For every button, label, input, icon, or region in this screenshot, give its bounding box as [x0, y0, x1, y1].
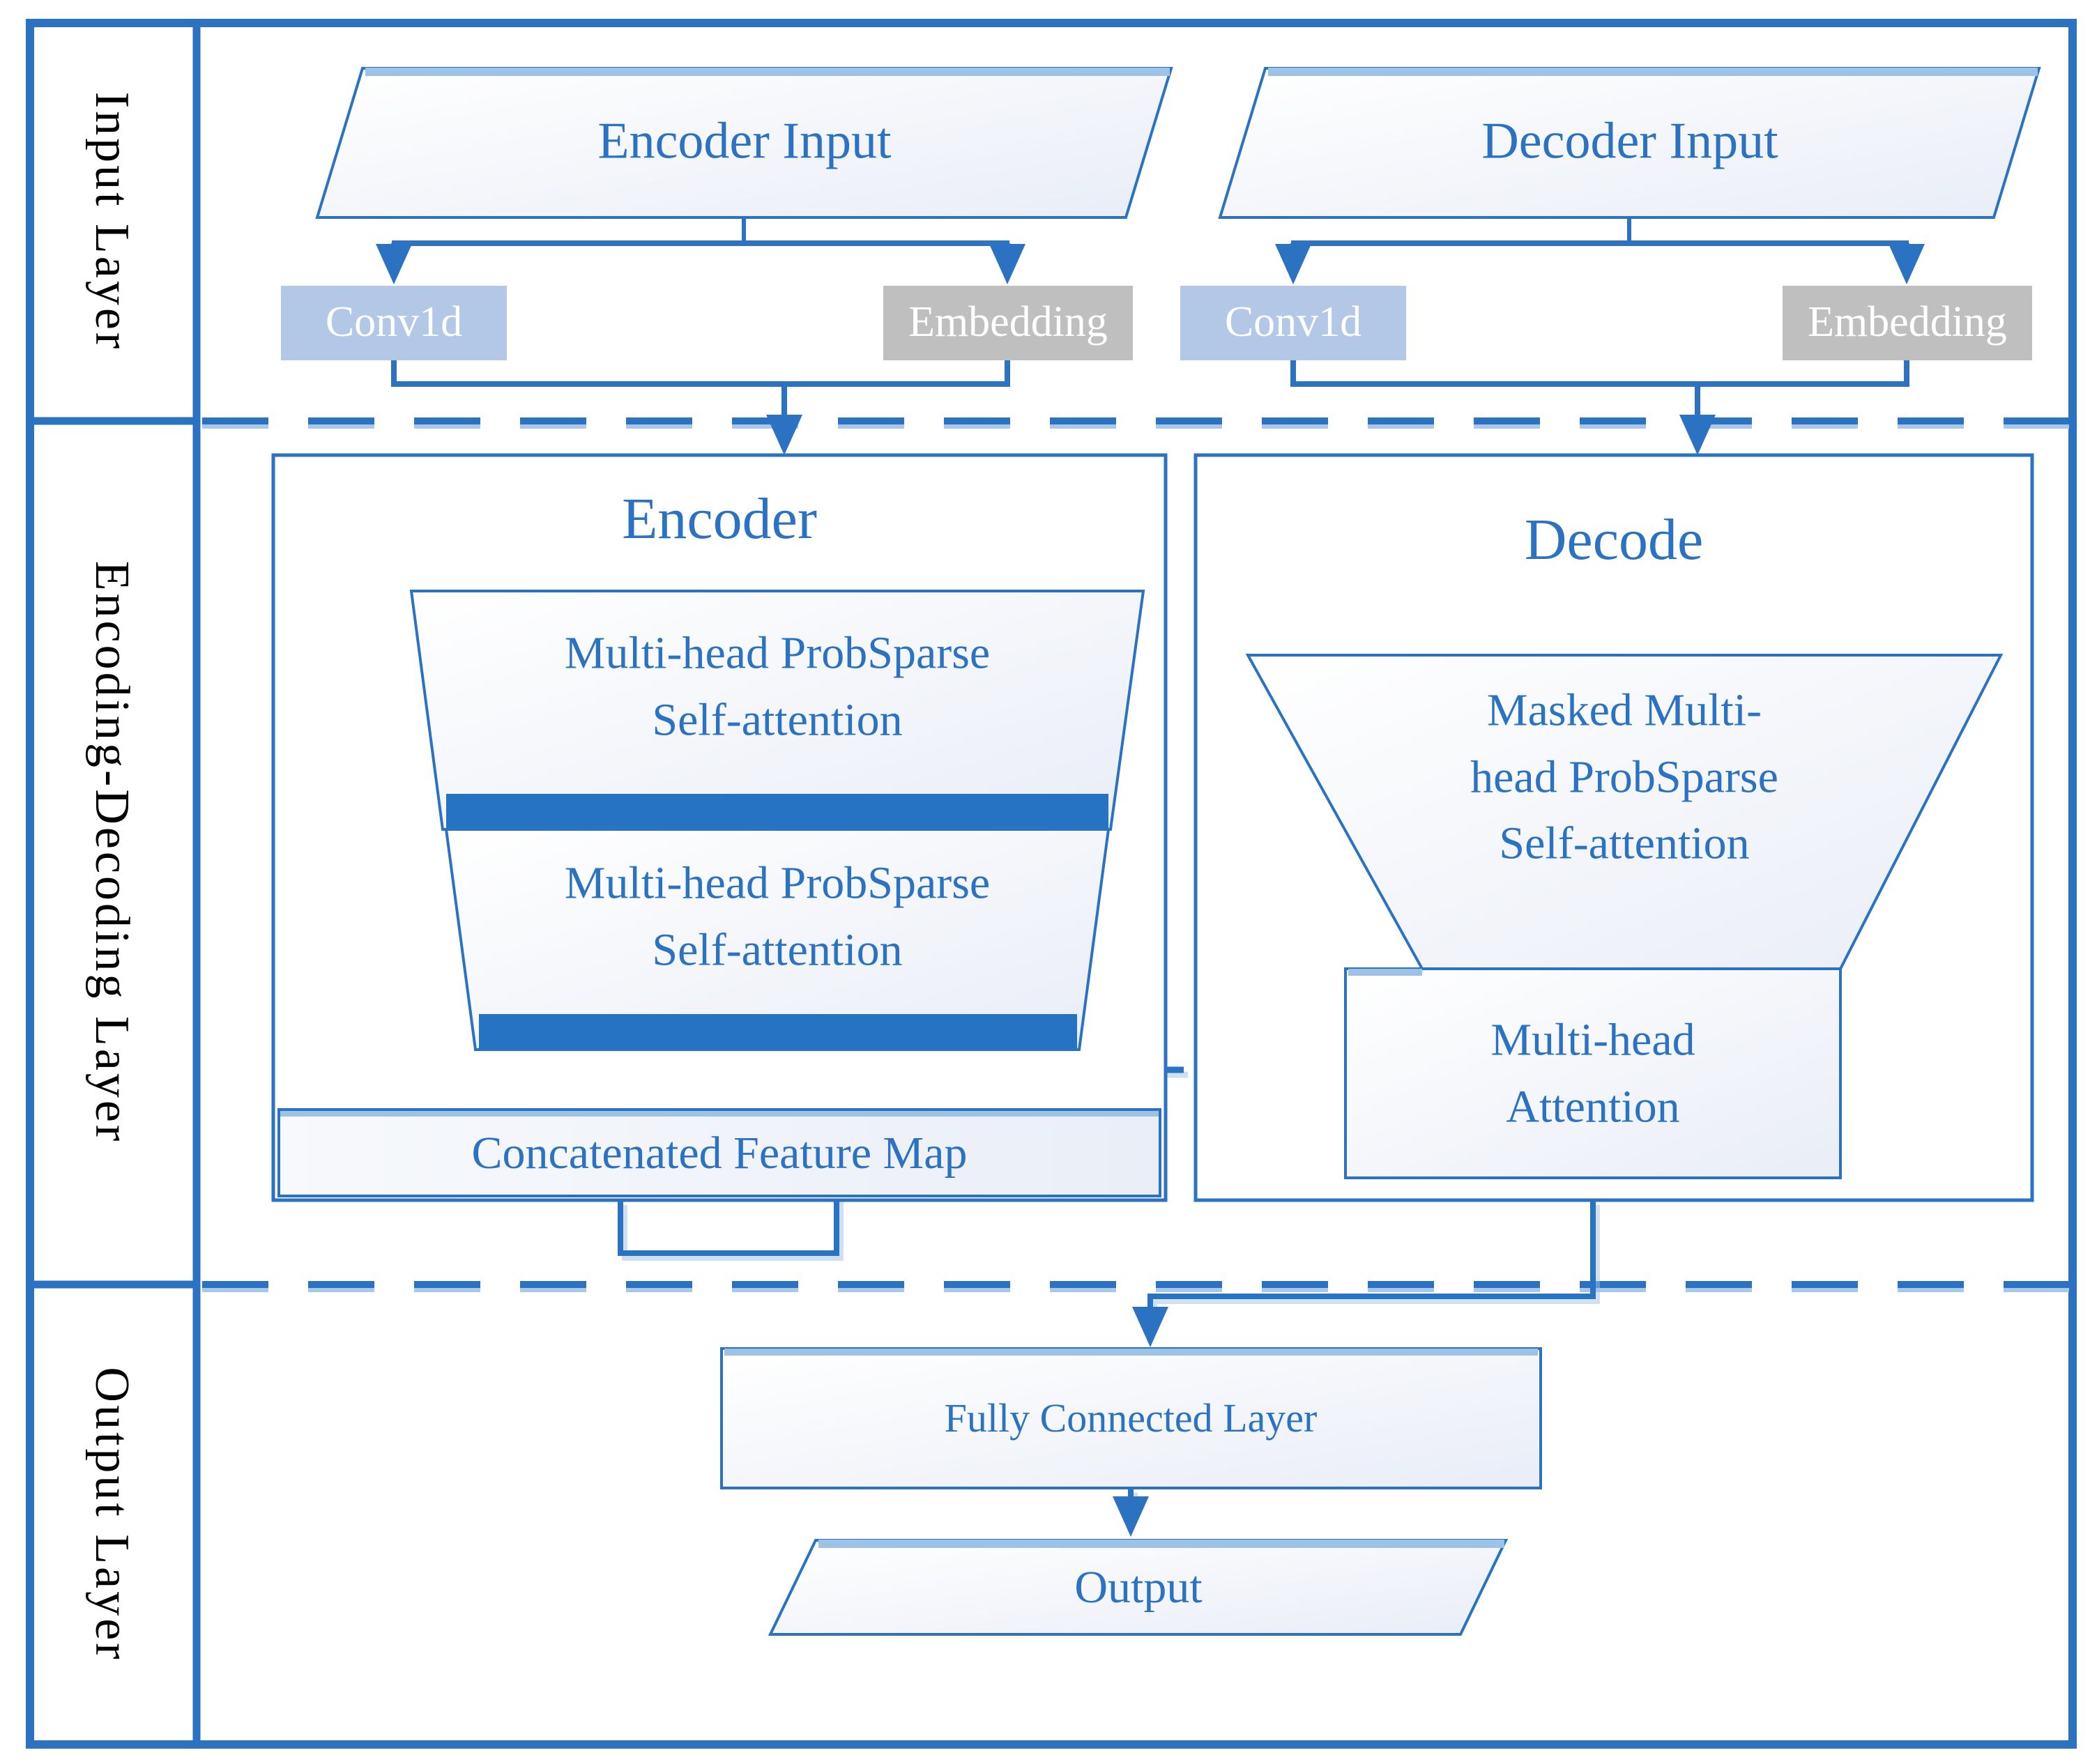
decoder-embedding-box [1783, 286, 2032, 360]
output-label: Output [1074, 1562, 1203, 1613]
decoder-conv1d-label: Conv1d [1224, 298, 1362, 346]
decoder-embedding-label: Embedding [1808, 298, 2007, 346]
encoder-distilling-bar-2 [479, 1014, 1077, 1050]
arrow-into-fc-layer [1132, 1307, 1168, 1347]
encoder-title: Encoder [622, 486, 817, 552]
encoder-conv1d-label: Conv1d [325, 298, 463, 346]
sidebar-label-output-layer: Output Layer [85, 1367, 139, 1662]
encoder-attention-2-line-2: Self-attention [652, 924, 903, 975]
arrow-into-encoder-box [766, 415, 802, 455]
arrow-to-encoder-embedding [989, 244, 1025, 284]
encoder-embedding-box [883, 286, 1133, 360]
decoder-title: Decode [1524, 507, 1704, 573]
masked-attention-line-2: head ProbSparse [1470, 751, 1778, 803]
fully-connected-label: Fully Connected Layer [944, 1395, 1318, 1441]
arrow-into-decoder-box [1679, 415, 1716, 455]
encoder-attention-2-line-1: Multi-head ProbSparse [564, 857, 991, 909]
encoder-attention-2-label: Multi-head ProbSparse Self-attention [565, 850, 990, 983]
masked-attention-label: Masked Multi- head ProbSparse Self-atten… [1470, 677, 1778, 877]
masked-attention-line-1: Masked Multi- [1486, 684, 1762, 736]
arrow-into-output [1113, 1496, 1149, 1537]
encoder-attention-1-line-1: Multi-head ProbSparse [564, 627, 991, 679]
sidebar-label-input-layer: Input Layer [85, 91, 139, 352]
concatenated-feature-map-strip [277, 1108, 1161, 1197]
encoder-embedding-label: Embedding [908, 298, 1108, 346]
encoder-attention-trapezoid-1 [409, 590, 1145, 831]
decoder-input-parallelogram [1218, 67, 2041, 219]
decoder-conv1d-box [1180, 286, 1406, 360]
encoder-distilling-bar-1 [446, 794, 1108, 829]
encoder-attention-1-label: Multi-head ProbSparse Self-attention [565, 620, 990, 753]
output-parallelogram [768, 1539, 1509, 1636]
arrow-to-decoder-conv1d [1275, 244, 1311, 284]
multihead-attention-line-1: Multi-head [1490, 1014, 1695, 1066]
concatenated-feature-map-label: Concatenated Feature Map [471, 1128, 968, 1179]
encoder-attention-1-line-2: Self-attention [652, 694, 903, 745]
sidebar-label-encoding-decoding-layer: Encoding-Decoding Layer [85, 560, 139, 1144]
masked-attention-line-3: Self-attention [1499, 818, 1750, 869]
encoder-conv1d-box [281, 286, 507, 360]
multihead-attention-box [1344, 967, 1842, 1179]
input-row-connectors [391, 217, 1909, 418]
encoder-input-label: Encoder Input [597, 112, 892, 170]
encoder-input-parallelogram [315, 67, 1173, 219]
encoder-attention-trapezoid-2 [444, 828, 1111, 1051]
multihead-attention-line-2: Attention [1506, 1081, 1680, 1132]
multihead-attention-label: Multi-head Attention [1490, 1006, 1695, 1140]
outer-frame [26, 19, 2077, 1749]
decoder-input-label: Decoder Input [1481, 112, 1778, 170]
arrow-to-encoder-conv1d [376, 244, 412, 284]
arrow-to-decoder-embedding [1889, 244, 1925, 284]
